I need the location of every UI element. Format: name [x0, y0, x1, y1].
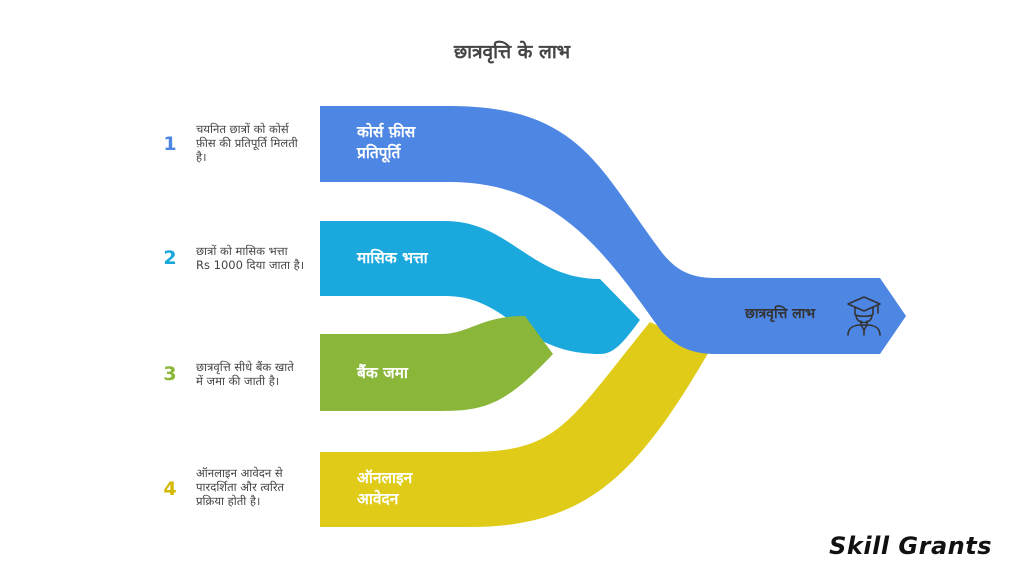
desc-line: प्रक्रिया होती है। — [196, 494, 261, 508]
brand-logo-text: Skill Grants — [829, 532, 992, 560]
page-title: छात्रवृत्ति के लाभ — [453, 41, 571, 63]
band-bank-deposit — [320, 316, 553, 411]
graduate-student-icon — [847, 296, 881, 336]
step-number-2: 2 — [163, 247, 177, 269]
desc-line: छात्रवृत्ति सीधे बैंक खाते — [196, 360, 294, 374]
desc-line: फ़ीस की प्रतिपूर्ति मिलती — [196, 136, 298, 150]
band-label-bank-deposit: बैंक जमा — [357, 363, 497, 384]
label-line: ऑनलाइन — [357, 469, 413, 487]
band-label-online-application: ऑनलाइन आवेदन — [357, 468, 497, 510]
step-number-3: 3 — [163, 363, 177, 385]
merged-benefit-label: छात्रवृत्ति लाभ — [745, 306, 816, 322]
band-course-fee — [320, 106, 906, 354]
label-line: आवेदन — [357, 490, 399, 508]
desc-line: में जमा की जाती है। — [196, 374, 280, 388]
band-label-course-fee: कोर्स फ़ीस प्रतिपूर्ति — [357, 122, 497, 164]
desc-line: Rs 1000 दिया जाता है। — [196, 258, 305, 272]
label-line: मासिक भत्ता — [357, 249, 428, 267]
desc-line: पारदर्शिता और त्वरित — [196, 480, 285, 494]
label-line: कोर्स फ़ीस — [357, 123, 416, 141]
step-number-4: 4 — [163, 478, 177, 500]
desc-line: छात्रों को मासिक भत्ता — [196, 244, 288, 258]
desc-line: है। — [196, 150, 207, 164]
step-description-3: छात्रवृत्ति सीधे बैंक खाते में जमा की जा… — [196, 360, 318, 388]
label-line: बैंक जमा — [357, 364, 408, 382]
step-description-2: छात्रों को मासिक भत्ता Rs 1000 दिया जाता… — [196, 244, 318, 272]
step-description-1: चयनित छात्रों को कोर्स फ़ीस की प्रतिपूर्… — [196, 122, 318, 164]
step-description-4: ऑनलाइन आवेदन से पारदर्शिता और त्वरित प्र… — [196, 466, 318, 508]
label-line: प्रतिपूर्ति — [357, 144, 401, 162]
band-online-application — [320, 322, 710, 527]
step-number-1: 1 — [163, 133, 177, 155]
desc-line: चयनित छात्रों को कोर्स — [196, 122, 289, 136]
desc-line: ऑनलाइन आवेदन से — [196, 466, 283, 480]
band-label-monthly-allowance: मासिक भत्ता — [357, 248, 497, 269]
band-monthly-allowance — [320, 221, 640, 354]
